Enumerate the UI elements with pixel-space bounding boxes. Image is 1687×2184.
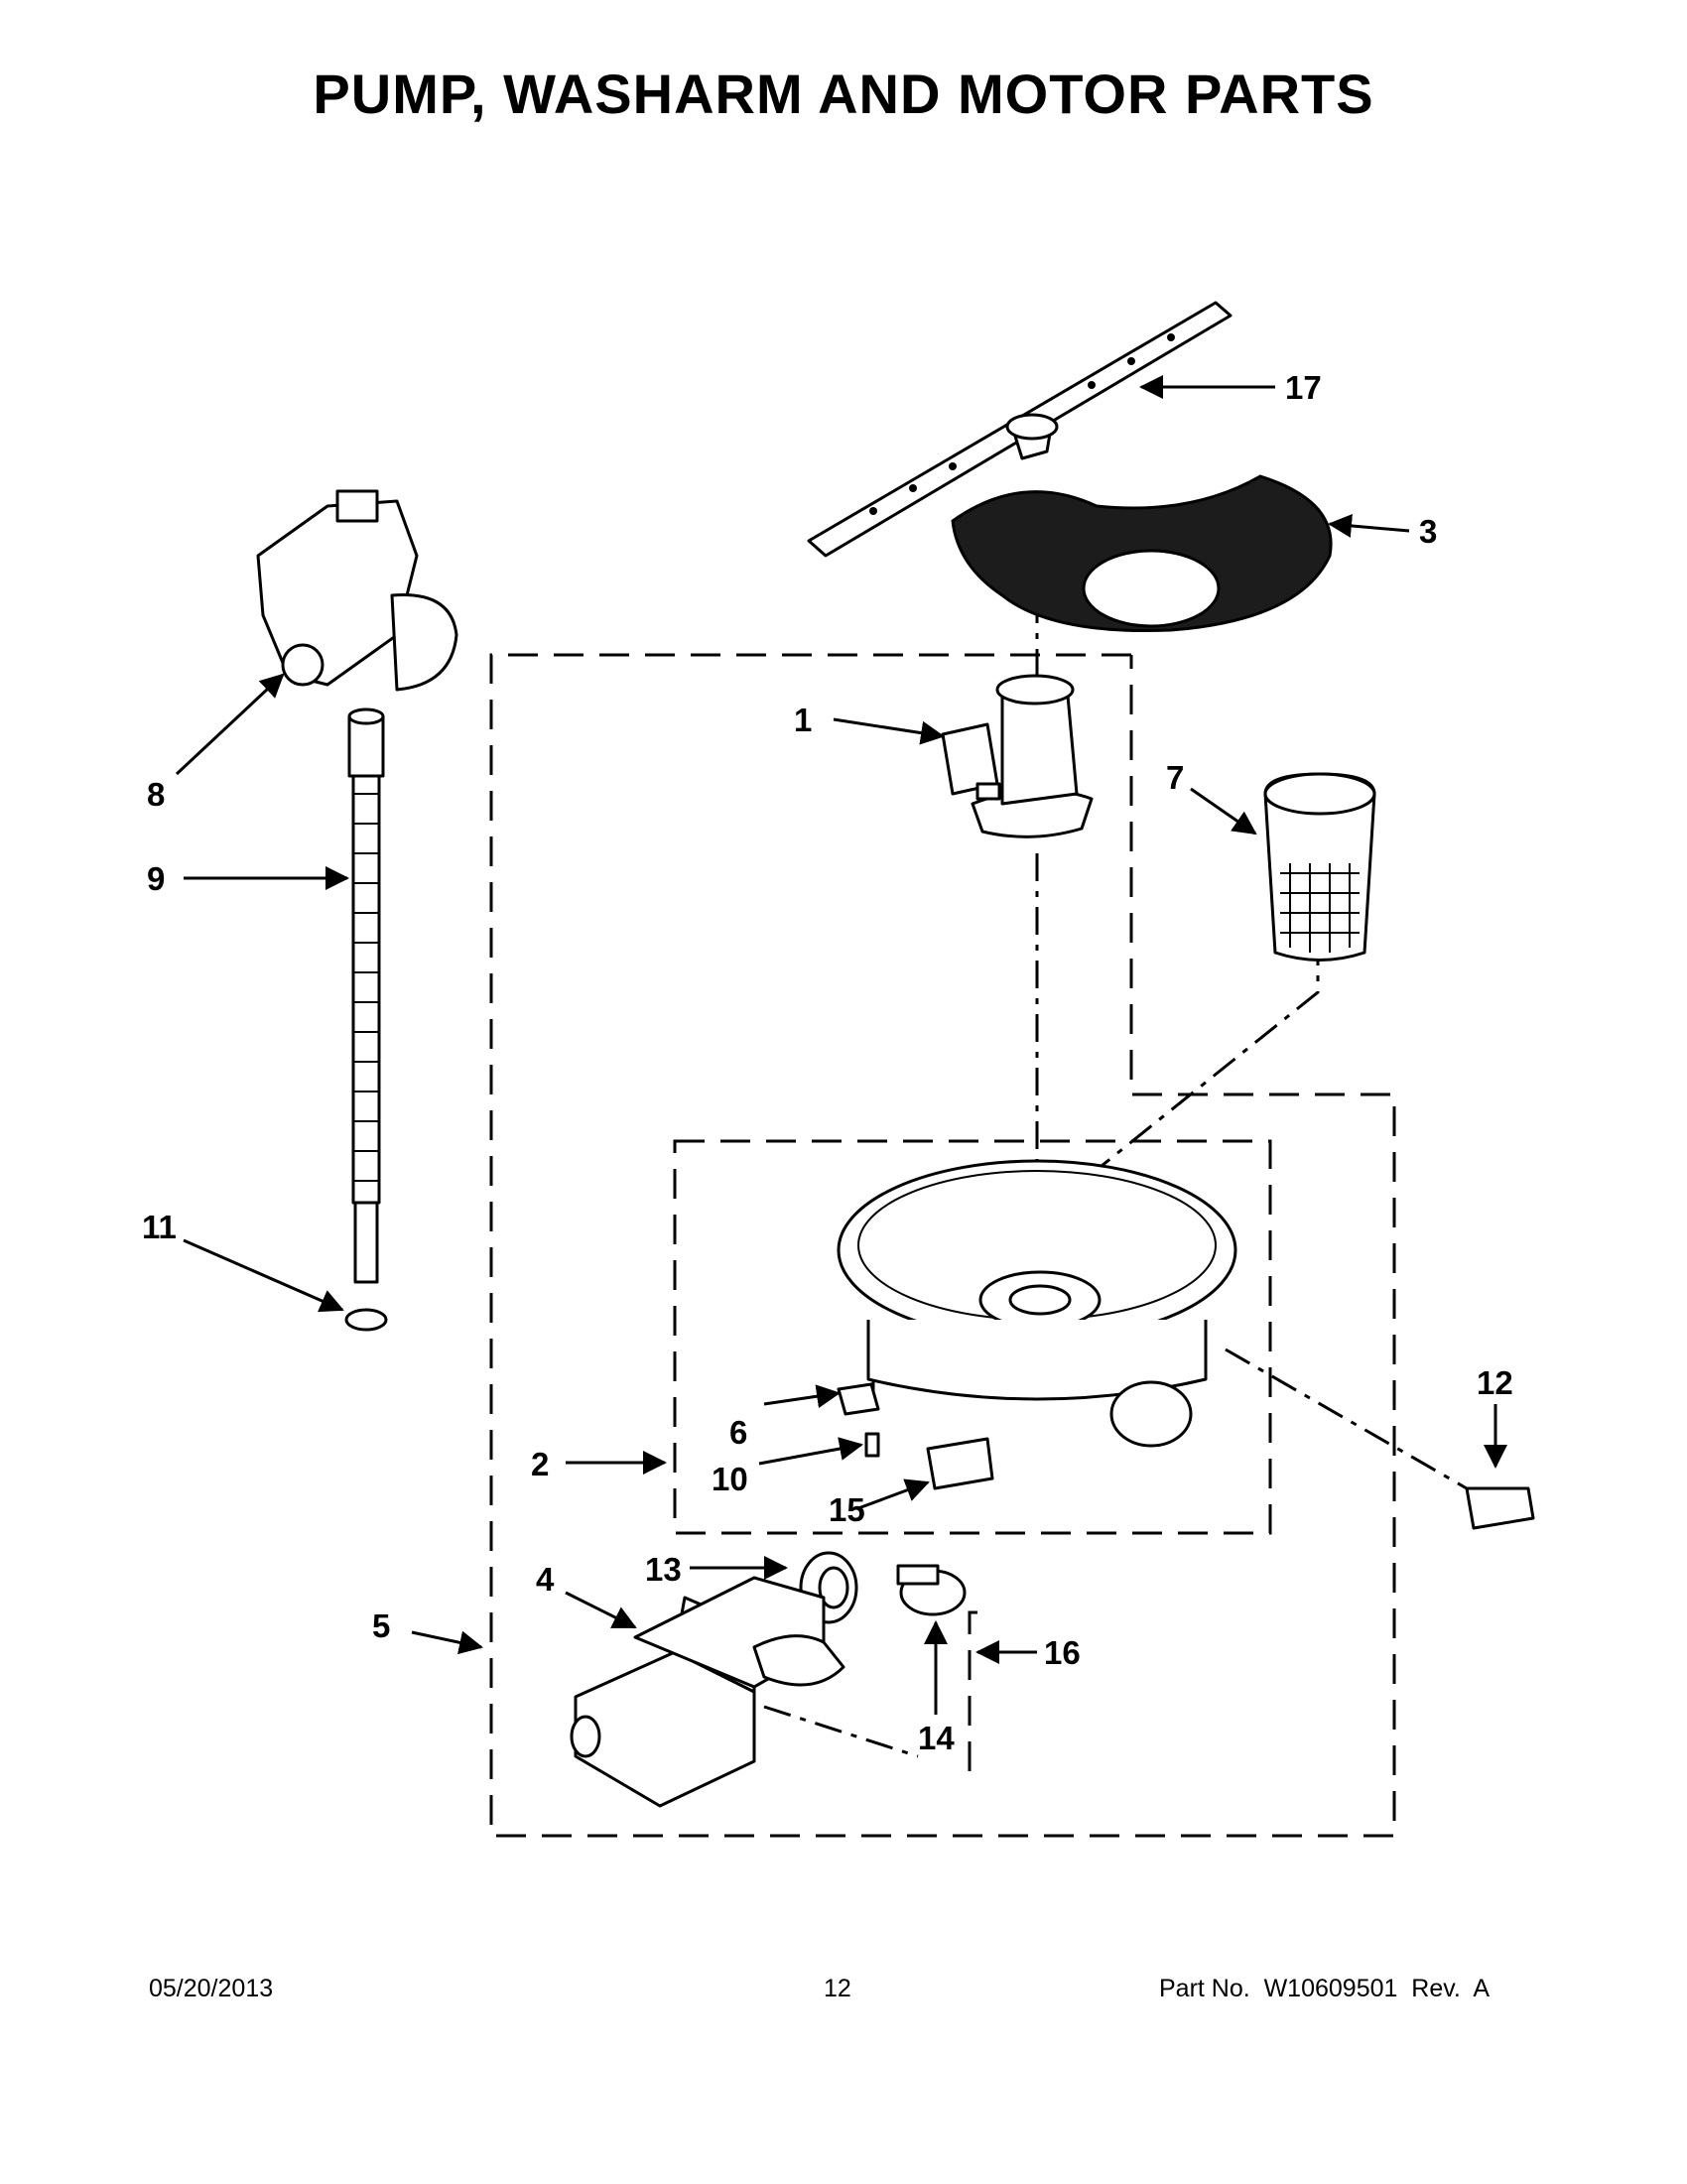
callout-13: 13	[645, 1551, 682, 1588]
footer-date: 05/20/2013	[149, 1975, 274, 2002]
filter-shield-part	[951, 474, 1333, 633]
drain-pump-part	[256, 489, 458, 692]
callout-4: 4	[536, 1561, 555, 1598]
footer-part-number: Part No. W10609501 Rev. A	[1159, 1975, 1491, 2002]
filter-part	[1263, 772, 1376, 962]
outer-assembly-box	[489, 653, 1396, 1838]
leader-lines	[175, 375, 1507, 1715]
callout-7: 7	[1166, 759, 1184, 796]
motor-part	[570, 1576, 845, 1808]
callout-17: 17	[1285, 369, 1322, 406]
callout-5: 5	[372, 1607, 390, 1644]
callout-14: 14	[918, 1720, 955, 1756]
clamp-group-box	[958, 1610, 977, 1773]
callout-3: 3	[1419, 513, 1437, 550]
callout-1: 1	[794, 702, 812, 738]
callout-16: 16	[1044, 1634, 1081, 1671]
callout-9: 9	[147, 860, 165, 897]
callout-11: 11	[142, 1209, 177, 1245]
callout-10: 10	[712, 1461, 748, 1497]
callout-8: 8	[147, 776, 165, 813]
small-parts	[837, 1382, 994, 1490]
footer-page-number: 12	[824, 1975, 851, 2002]
washarm-part	[807, 301, 1233, 558]
callout-15: 15	[829, 1491, 865, 1528]
sump-assembly-box	[673, 1139, 1272, 1535]
callout-6: 6	[729, 1414, 747, 1451]
page-title: PUMP, WASHARM AND MOTOR PARTS	[313, 63, 1374, 125]
clamp-part	[896, 1564, 967, 1616]
thermistor-part	[1465, 1486, 1535, 1530]
callout-2: 2	[531, 1446, 549, 1482]
callout-12: 12	[1477, 1364, 1513, 1401]
group-boxes	[489, 653, 1396, 1838]
sump-part	[837, 1159, 1237, 1448]
callout-labels: 17 3 1 7 8 9 11 12 6 2 10 15 13 4 5 16 1…	[142, 369, 1513, 1756]
drain-hose-part	[347, 707, 385, 1284]
hose-clamp-part	[344, 1308, 388, 1332]
manifold-part	[941, 674, 1094, 838]
